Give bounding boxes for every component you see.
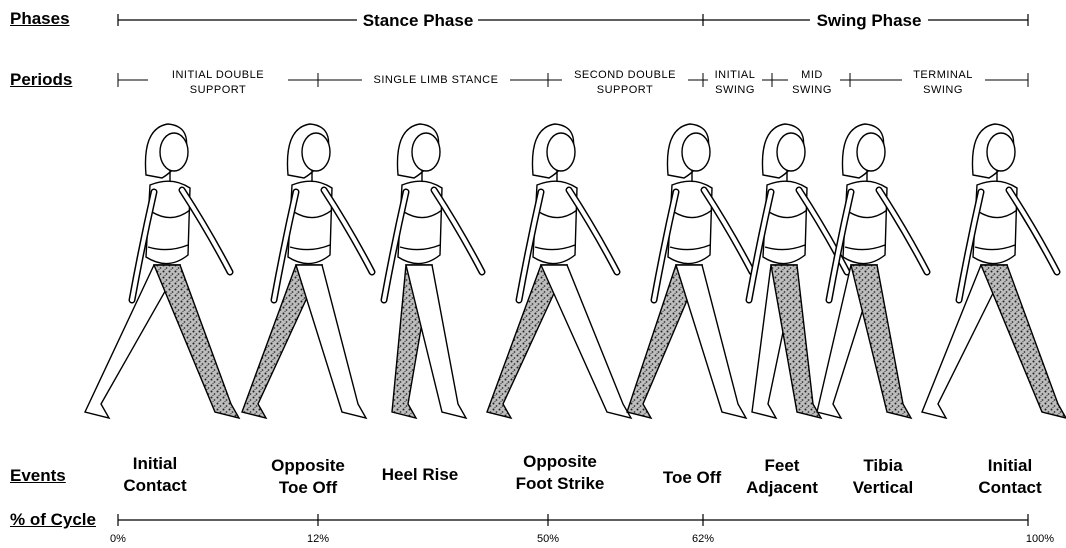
cycle-label-50: 50%	[537, 533, 559, 545]
front-leg-shape	[981, 265, 1066, 418]
head-shape	[412, 133, 440, 171]
period-terminal-swing-line2: SWING	[923, 84, 963, 96]
period-single-limb-stance: SINGLE LIMB STANCE	[374, 74, 499, 86]
events-row-label: Events	[10, 466, 66, 486]
period-initial-swing-line1: INITIAL	[715, 69, 756, 81]
period-mid-swing-line1: MID	[801, 69, 823, 81]
cycle-label-62: 62%	[692, 533, 714, 545]
head-shape	[987, 133, 1015, 171]
head-shape	[547, 133, 575, 171]
event-opposite-toe-off: Opposite Toe Off	[243, 455, 373, 499]
period-terminal-swing-line1: TERMINAL	[913, 69, 973, 81]
cycle-row-label: % of Cycle	[10, 510, 96, 530]
period-initial-swing-line2: SWING	[715, 84, 755, 96]
walking-figures	[85, 124, 1066, 418]
cycle-label-100: 100%	[1026, 533, 1054, 545]
head-shape	[857, 133, 885, 171]
period-second-double-support-line1: SECOND DOUBLE	[574, 69, 676, 81]
cycle-axis	[118, 514, 1028, 526]
periods-row-label: Periods	[10, 70, 72, 90]
walking-figure	[922, 124, 1066, 418]
front-leg-shape	[541, 265, 631, 418]
walking-figure	[242, 124, 372, 418]
walking-figure	[85, 124, 239, 418]
cycle-label-12: 12%	[307, 533, 329, 545]
front-leg-shape	[851, 265, 911, 418]
front-leg-shape	[296, 265, 366, 418]
period-mid-swing-line2: SWING	[792, 84, 832, 96]
head-shape	[682, 133, 710, 171]
period-second-double-support-line2: SUPPORT	[597, 84, 653, 96]
walking-figure	[487, 124, 631, 418]
stance-phase-label: Stance Phase	[363, 11, 474, 30]
swing-phase-label: Swing Phase	[817, 11, 922, 30]
cycle-label-0: 0%	[110, 533, 126, 545]
event-initial-contact: Initial Contact	[90, 453, 220, 497]
walking-figure	[817, 124, 927, 418]
event-opposite-foot-strike: Opposite Foot Strike	[495, 451, 625, 495]
event-tibia-vertical: Tibia Vertical	[818, 455, 948, 499]
event-initial-contact-end: Initial Contact	[945, 455, 1066, 499]
walking-figure	[384, 124, 482, 418]
front-leg-shape	[676, 265, 746, 418]
walking-figure	[627, 124, 752, 418]
period-initial-double-support-line1: INITIAL DOUBLE	[172, 69, 264, 81]
period-initial-double-support-line2: SUPPORT	[190, 84, 246, 96]
head-shape	[302, 133, 330, 171]
head-shape	[777, 133, 805, 171]
phases-row-label: Phases	[10, 9, 70, 29]
front-leg-shape	[154, 265, 239, 418]
event-heel-rise: Heel Rise	[355, 464, 485, 486]
head-shape	[160, 133, 188, 171]
